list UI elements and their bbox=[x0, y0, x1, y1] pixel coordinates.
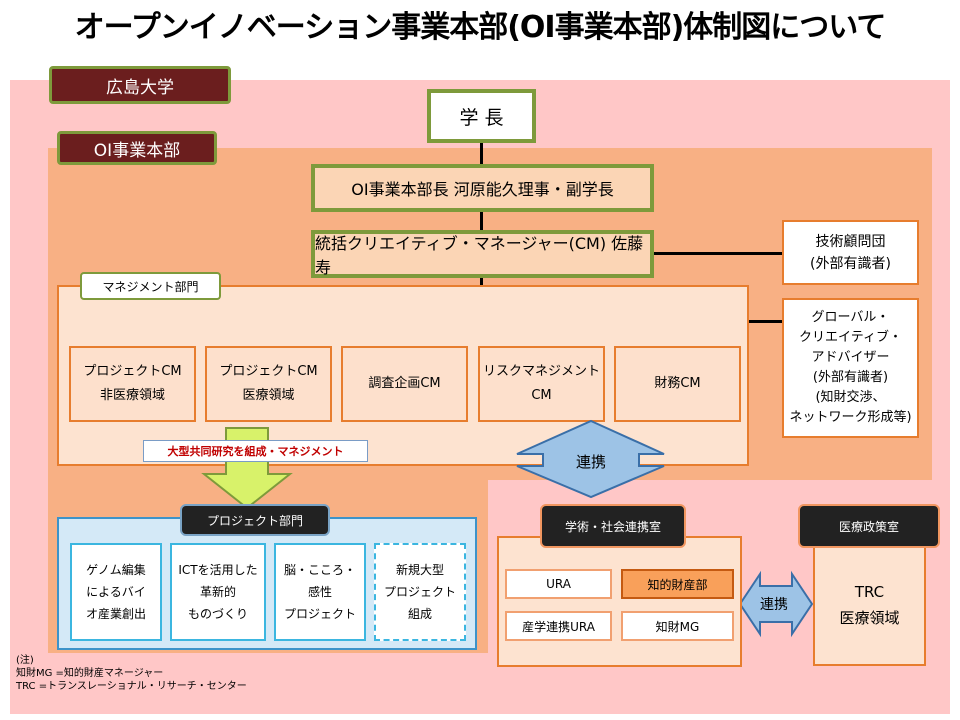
connector-line bbox=[648, 252, 782, 255]
project-box-genome: ゲノム編集 によるバイ オ産業創出 bbox=[70, 543, 162, 641]
ip-department-box: 知的財産部 bbox=[621, 569, 734, 599]
management-label: マネジメント部門 bbox=[80, 272, 221, 300]
notes: (注) 知財MG =知的財産マネージャー TRC =トランスレーショナル・リサー… bbox=[16, 654, 276, 693]
global-advisors-box: グローバル・ クリエイティブ・ アドバイザー (外部有識者) (知財交渉、 ネッ… bbox=[782, 298, 919, 438]
university-label: 広島大学 bbox=[49, 66, 231, 104]
oi-head-box: OI事業本部長 河原能久理事・副学長 bbox=[311, 164, 654, 212]
medical-policy-label: 医療政策室 bbox=[798, 504, 940, 548]
note-line: (注) bbox=[16, 655, 34, 666]
oi-division-label: OI事業本部 bbox=[57, 131, 217, 165]
academic-label: 学術・社会連携室 bbox=[540, 504, 686, 548]
vertical-double-arrow bbox=[516, 419, 665, 499]
connector-line bbox=[480, 210, 483, 234]
tech-advisors-box: 技術顧問団 (外部有識者) bbox=[782, 220, 919, 285]
cm-box-risk-management: リスクマネジメント CM bbox=[478, 346, 605, 422]
chief-cm-box: 統括クリエイティブ・マネージャー(CM) 佐藤 寿 bbox=[311, 230, 654, 278]
collab-label-bottom: 連携 bbox=[760, 597, 788, 613]
down-arrow bbox=[201, 427, 293, 510]
project-label: プロジェクト部門 bbox=[180, 504, 330, 536]
horizontal-double-arrow bbox=[738, 570, 814, 638]
connector-line bbox=[480, 140, 483, 166]
trc-medical-box: TRC 医療領域 bbox=[839, 583, 900, 627]
cm-box-research-planning: 調査企画CM bbox=[341, 346, 468, 422]
president-box: 学 長 bbox=[427, 89, 536, 143]
project-box-ict: ICTを活用した 革新的 ものづくり bbox=[170, 543, 266, 641]
project-box-new: 新規大型 プロジェクト 組成 bbox=[374, 543, 466, 641]
project-box-brain: 脳・こころ・ 感性 プロジェクト bbox=[274, 543, 366, 641]
ura-box: URA bbox=[505, 569, 612, 599]
joint-research-callout: 大型共同研究を組成・マネジメント bbox=[143, 440, 368, 462]
cm-box-project-nonmedical: プロジェクトCM 非医療領域 bbox=[69, 346, 196, 422]
note-line: 知財MG =知的財産マネージャー bbox=[16, 668, 164, 679]
academic-area bbox=[497, 536, 742, 667]
industry-ura-box: 産学連携URA bbox=[505, 611, 612, 641]
page-title: オープンイノベーション事業本部(OI事業本部)体制図について bbox=[74, 10, 887, 45]
collab-label-top: 連携 bbox=[575, 452, 606, 471]
cm-box-project-medical: プロジェクトCM 医療領域 bbox=[205, 346, 332, 422]
cm-box-finance: 財務CM bbox=[614, 346, 741, 422]
note-line: TRC =トランスレーショナル・リサーチ・センター bbox=[16, 681, 247, 692]
ip-manager-box: 知財MG bbox=[621, 611, 734, 641]
